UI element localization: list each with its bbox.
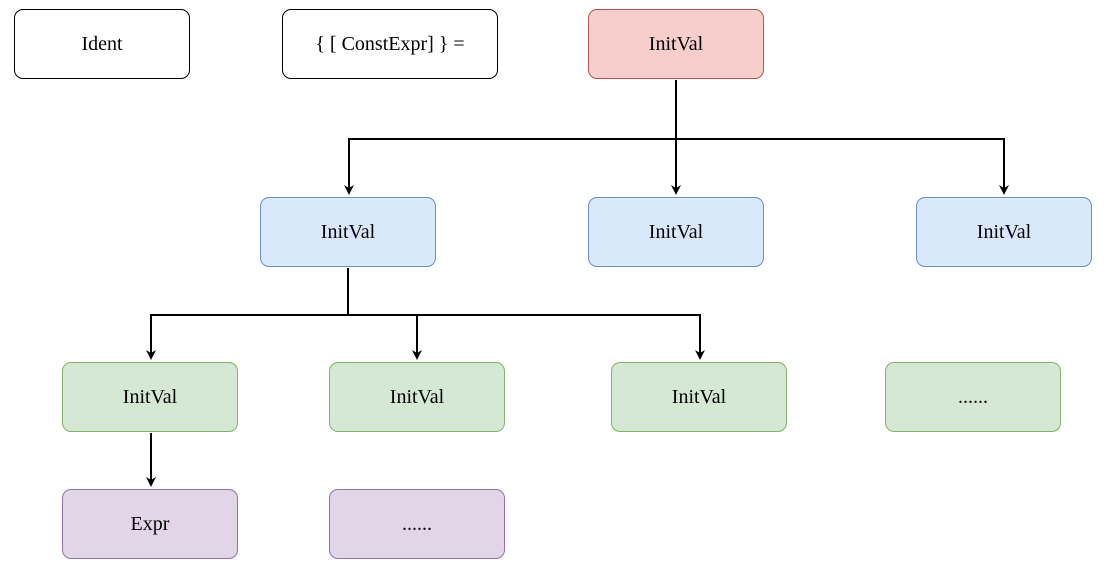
level3-ellipsis-label: ...... <box>402 512 432 535</box>
const-expr-node-label: { [ ConstExpr] } = <box>315 32 465 55</box>
edge-root-to-initval-right <box>675 80 1009 195</box>
level2-initval-node-b: InitVal <box>329 362 505 432</box>
edge-l1-to-initval-a <box>146 268 349 360</box>
edge-l1-to-initval-b <box>347 268 422 360</box>
level1-initval-node-middle: InitVal <box>588 197 764 267</box>
level3-ellipsis-node: ...... <box>329 489 505 559</box>
level1-initval-label: InitVal <box>648 220 704 243</box>
level2-initval-node-a: InitVal <box>62 362 238 432</box>
level2-ellipsis-label: ...... <box>958 385 988 408</box>
level1-initval-node-right: InitVal <box>916 197 1092 267</box>
level3-expr-node: Expr <box>62 489 238 559</box>
level2-initval-node-c: InitVal <box>611 362 787 432</box>
root-initval-label: InitVal <box>648 32 704 55</box>
root-initval-node: InitVal <box>588 9 764 79</box>
edge-l1-to-initval-c <box>347 268 705 360</box>
ident-node-label: Ident <box>81 32 123 55</box>
ident-node: Ident <box>14 9 190 79</box>
const-expr-node: { [ ConstExpr] } = <box>282 9 498 79</box>
level2-initval-label: InitVal <box>671 385 727 408</box>
edge-root-to-initval-left <box>344 80 677 195</box>
level3-expr-label: Expr <box>130 512 170 535</box>
level1-initval-node-left: InitVal <box>260 197 436 267</box>
level2-initval-label: InitVal <box>389 385 445 408</box>
level2-initval-label: InitVal <box>122 385 178 408</box>
level2-ellipsis-node: ...... <box>885 362 1061 432</box>
level1-initval-label: InitVal <box>320 220 376 243</box>
level1-initval-label: InitVal <box>976 220 1032 243</box>
